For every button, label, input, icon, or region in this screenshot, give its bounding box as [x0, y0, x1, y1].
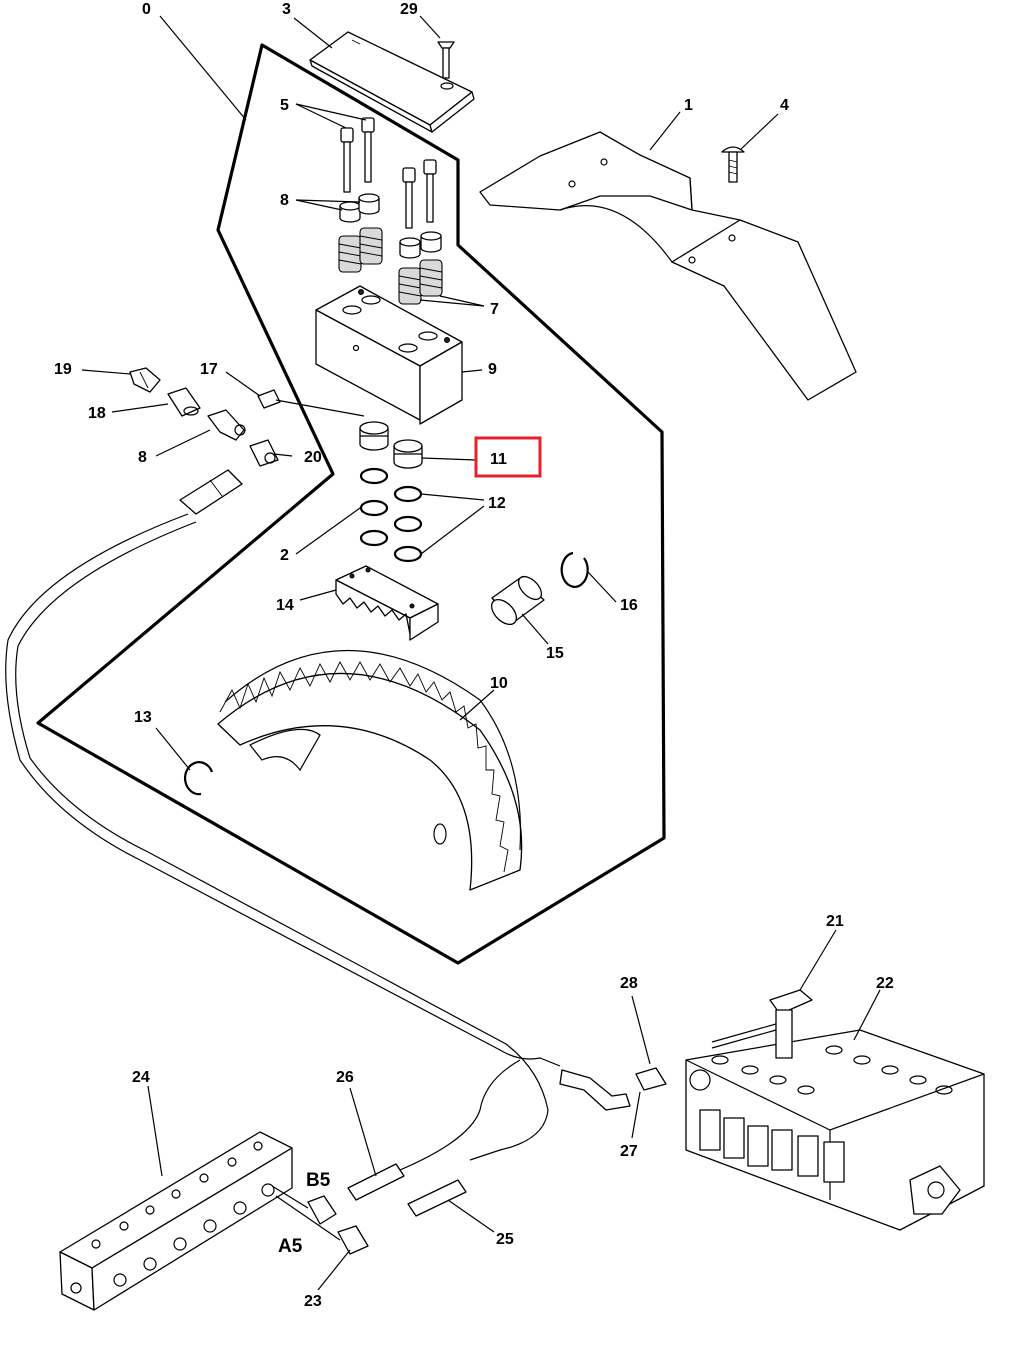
port-label-b5: B5 [306, 1170, 331, 1191]
part-8-elbow-fitting [207, 409, 246, 441]
part-25-hose-fitting [407, 1179, 467, 1217]
part-11-plugs [359, 421, 423, 469]
highlight-box-11 [474, 436, 542, 478]
hydraulic-hose-return [15, 521, 549, 1161]
part-8-bushings [339, 193, 442, 259]
part-29-screw [437, 41, 455, 79]
callout-26: 26 [336, 1069, 354, 1086]
part-7-springs [338, 227, 443, 305]
part-27-elbow-fitting [559, 1069, 631, 1111]
callout-9: 9 [488, 361, 497, 378]
part-13-circlip [184, 761, 214, 796]
callout-21: 21 [826, 913, 844, 930]
callout-12: 12 [488, 495, 506, 512]
part-26-hose-fitting [347, 1163, 405, 1201]
part-16-circlip [560, 551, 589, 588]
callout-18: 18 [88, 405, 106, 422]
callout-14: 14 [276, 597, 294, 614]
callout-13: 13 [134, 709, 152, 726]
callout-27: 27 [620, 1143, 638, 1160]
part-2-and-12-o-rings [359, 467, 423, 563]
callout-4: 4 [780, 97, 789, 114]
callout-20: 20 [304, 449, 322, 466]
assembly-boundary [36, 43, 666, 965]
part-10-ring-gear [217, 649, 523, 891]
part-b5-elbow [307, 1195, 337, 1225]
part-24-manifold-block [59, 1131, 293, 1311]
callout-25: 25 [496, 1231, 514, 1248]
part-19-connector [129, 367, 161, 393]
part-1-bracket [479, 131, 857, 401]
callout-5: 5 [280, 97, 289, 114]
part-18-coupling [167, 387, 201, 417]
part-9-block-housing [315, 285, 463, 425]
callout-8-left: 8 [138, 449, 147, 466]
callout-0: 0 [142, 1, 151, 18]
callout-2: 2 [280, 547, 289, 564]
leader-lines [81, 15, 881, 1291]
part-23-elbow [337, 1225, 369, 1255]
callout-22: 22 [876, 975, 894, 992]
callout-15: 15 [546, 645, 564, 662]
callout-24: 24 [132, 1069, 150, 1086]
hose-fitting [179, 469, 243, 515]
part-14-rack [335, 565, 439, 641]
callout-16: 16 [620, 597, 638, 614]
callout-8-top: 8 [280, 192, 289, 209]
callout-11: 11 [490, 451, 507, 468]
callout-23: 23 [304, 1293, 322, 1310]
part-17-nipple [257, 389, 281, 409]
part-4-carriage-bolt [721, 146, 745, 183]
part-22-control-valve [685, 1029, 985, 1231]
callout-17: 17 [200, 361, 218, 378]
hydraulic-hose [5, 513, 561, 1067]
callouts: 0 3 29 1 4 5 8 7 19 17 9 18 8 20 11 12 2… [54, 1, 894, 1310]
callout-1: 1 [684, 97, 693, 114]
part-28-adapter [635, 1067, 667, 1091]
part-21-fitting [711, 989, 813, 1059]
part-15-sleeve [490, 575, 545, 626]
callout-19: 19 [54, 361, 72, 378]
callout-29: 29 [400, 1, 418, 18]
part-20-elbow-fitting [249, 439, 279, 467]
callout-7: 7 [490, 301, 499, 318]
callout-28: 28 [620, 975, 638, 992]
callout-10: 10 [490, 675, 508, 692]
callout-3: 3 [282, 1, 291, 18]
part-5-bolts [340, 117, 437, 229]
hose-loop [399, 1059, 521, 1171]
port-label-a5: A5 [278, 1236, 303, 1257]
part-3-cover-plate [309, 31, 475, 133]
